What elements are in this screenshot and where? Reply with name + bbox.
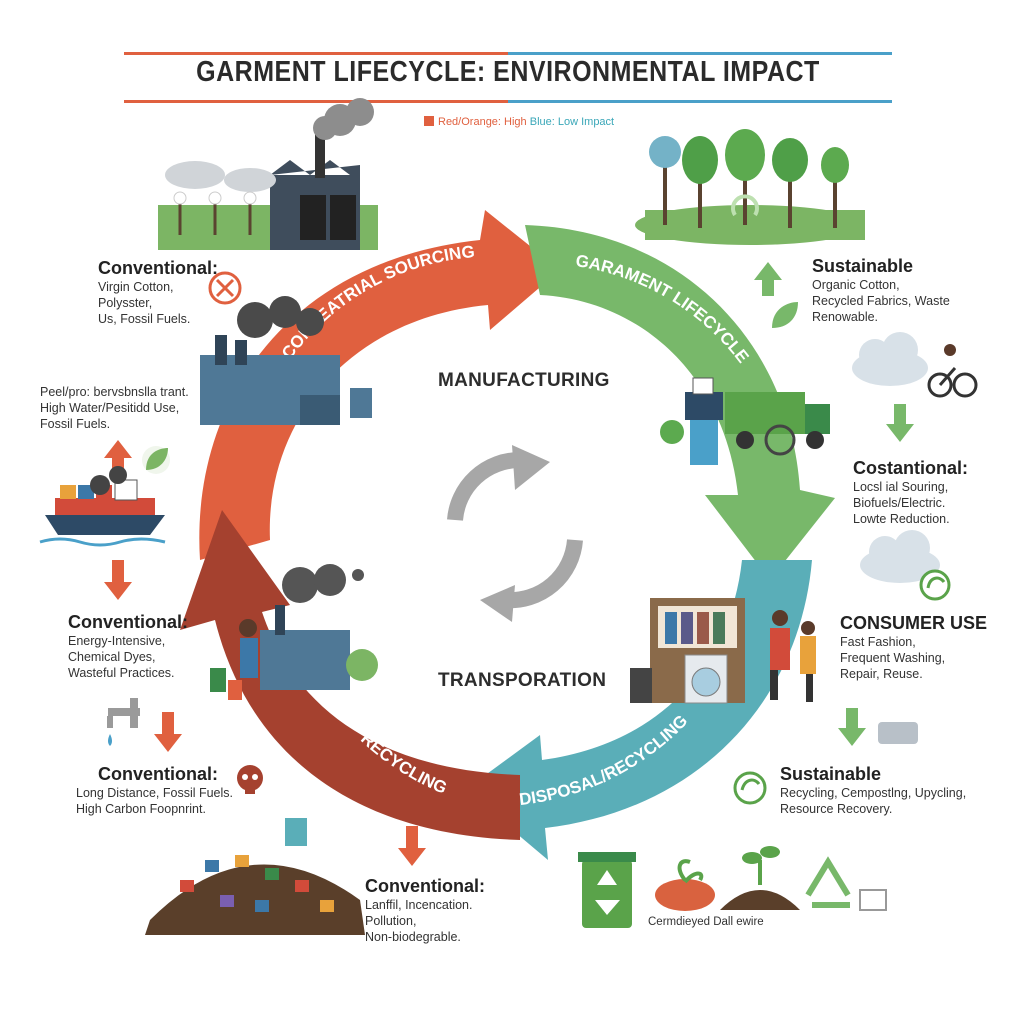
- legend-swatch: [424, 116, 434, 126]
- legend-high: Red/Orange: High: [438, 116, 527, 128]
- panel-line: Frequent Washing,: [840, 651, 946, 665]
- center-arrowhead-bottom: [480, 585, 515, 622]
- panel-heading: Conventional:: [98, 258, 218, 278]
- stage-segment-recycling: [180, 510, 520, 840]
- panel-line: Fossil Fuels.: [40, 417, 111, 431]
- sprout-icon: [655, 859, 715, 911]
- stage-segment-sourcing: [199, 210, 560, 560]
- cloud-icon: [852, 332, 928, 386]
- panel-line: High Water/Pesitidd Use,: [40, 401, 180, 415]
- bottom-right-caption: Cermdieyed Dall ewire: [648, 916, 764, 928]
- panel-line: Lowte Reduction.: [853, 512, 950, 526]
- panel-line: Energy-Intensive,: [68, 634, 166, 648]
- panel-left-transport: Conventional: Long Distance, Fossil Fuel…: [76, 764, 233, 817]
- center-arrowhead-top: [512, 445, 550, 490]
- panel-line: High Carbon Foopnrint.: [76, 802, 206, 816]
- cloud-icon: [860, 530, 940, 583]
- panel-line: Non-biodegrable.: [365, 930, 461, 944]
- sprout-icon: [720, 846, 800, 910]
- center-recycle-icon: [447, 451, 583, 609]
- panel-heading: CONSUMER USE: [840, 613, 988, 633]
- truck-icon: [725, 392, 830, 456]
- panel-line: Renowable.: [812, 310, 879, 324]
- panel-line: Long Distance, Fossil Fuels.: [76, 786, 234, 800]
- panel-line: Chemical Dyes,: [68, 650, 156, 664]
- panel-heading: Conventional:: [98, 764, 218, 784]
- panel-line: Organic Cotton,: [812, 278, 900, 292]
- leaf-icon: [772, 302, 798, 328]
- center-label-manufacturing: MANUFACTURING: [438, 370, 610, 391]
- panel-heading: Sustainable: [812, 256, 914, 276]
- arrow-up-icon: [754, 262, 782, 296]
- panel-line: Recycled Fabrics, Waste: [812, 294, 950, 308]
- faucet-icon: [107, 698, 140, 746]
- arrow-down-icon: [104, 560, 132, 600]
- factory-icon: [210, 564, 378, 700]
- panel-right-transport: Costantional: Locsl ial Souring, Biofuel…: [853, 458, 968, 527]
- panel-heading: Costantional:: [853, 458, 968, 478]
- panel-line: Wasteful Practices.: [68, 666, 175, 680]
- arrow-up-icon: [104, 440, 132, 478]
- panel-left-dyeing: Conventional: Energy-Intensive, Chemical…: [68, 612, 188, 681]
- factory-icon: [158, 98, 378, 250]
- ship-icon: [39, 466, 166, 547]
- landfill-icon: [145, 818, 365, 935]
- bicycle-icon: [927, 344, 978, 398]
- panel-line: Virgin Cotton,: [98, 280, 174, 294]
- arrow-down-icon: [838, 708, 866, 746]
- cross-icon: [208, 271, 242, 305]
- pallet-icon: [859, 889, 887, 911]
- faucet-icon: [878, 722, 918, 744]
- panel-right-consumer-use: CONSUMER USE Fast Fashion, Frequent Wash…: [840, 613, 987, 682]
- panel-line: Repair, Reuse.: [840, 667, 923, 681]
- center-label-transportation: TRANSPORATION: [438, 670, 607, 691]
- ship-icon: [660, 377, 723, 465]
- washing-machine-icon: [630, 598, 816, 704]
- panel-right-recycling: Sustainable Recycling, Cempostlng, Upycl…: [780, 764, 966, 817]
- arrow-down-icon: [886, 404, 914, 442]
- panel-left-manufacturing: Peel/pro: bervsbnslla trant. High Water/…: [40, 384, 189, 432]
- legend-low: Blue: Low Impact: [529, 116, 615, 128]
- recycle-icon: [919, 569, 951, 601]
- arrow-down-icon: [398, 826, 426, 866]
- panel-heading: Conventional:: [365, 876, 485, 896]
- panel-line: Recycling, Cempostlng, Upycling,: [780, 786, 967, 800]
- forest-icon: [635, 129, 865, 245]
- legend: Red/Orange: High Blue: Low Impact: [424, 116, 614, 128]
- trash-bin-icon: [578, 852, 636, 928]
- panel-line: Resource Recovery.: [780, 802, 893, 816]
- factory-icon: [200, 296, 372, 425]
- panel-line: Locsl ial Souring,: [853, 480, 949, 494]
- panel-line: Biofuels/Electric.: [853, 496, 946, 510]
- title-rule-bottom: [124, 100, 892, 103]
- panel-heading: Sustainable: [780, 764, 882, 784]
- panel-line: Us, Fossil Fuels.: [98, 312, 191, 326]
- leaf-icon: [142, 446, 170, 474]
- stage-segment-lifecycle: [525, 225, 835, 580]
- title-rule-top: [124, 52, 892, 55]
- panel-line: Polysster,: [98, 296, 153, 310]
- recycle-icon: [805, 856, 851, 908]
- panel-line: Peel/pro: bervsbnslla trant.: [40, 385, 189, 399]
- panel-line: Lanffil, Incencation.: [365, 898, 473, 912]
- recycle-icon: [733, 771, 767, 805]
- panel-line: Fast Fashion,: [840, 635, 916, 649]
- panel-left-sourcing: Conventional: Virgin Cotton, Polysster, …: [98, 258, 218, 327]
- arrow-down-icon: [154, 712, 182, 752]
- page-title: GARMENT LIFECYCLE: ENVIRONMENTAL IMPACT: [196, 55, 820, 89]
- panel-heading: Conventional:: [68, 612, 188, 632]
- panel-line: Pollution,: [365, 914, 417, 928]
- skull-icon: [237, 765, 263, 794]
- panel-bottom-left-disposal: Conventional: Lanffil, Incencation. Poll…: [365, 876, 485, 945]
- recycle-icon: [731, 194, 759, 217]
- panel-right-sourcing: Sustainable Organic Cotton, Recycled Fab…: [812, 256, 950, 325]
